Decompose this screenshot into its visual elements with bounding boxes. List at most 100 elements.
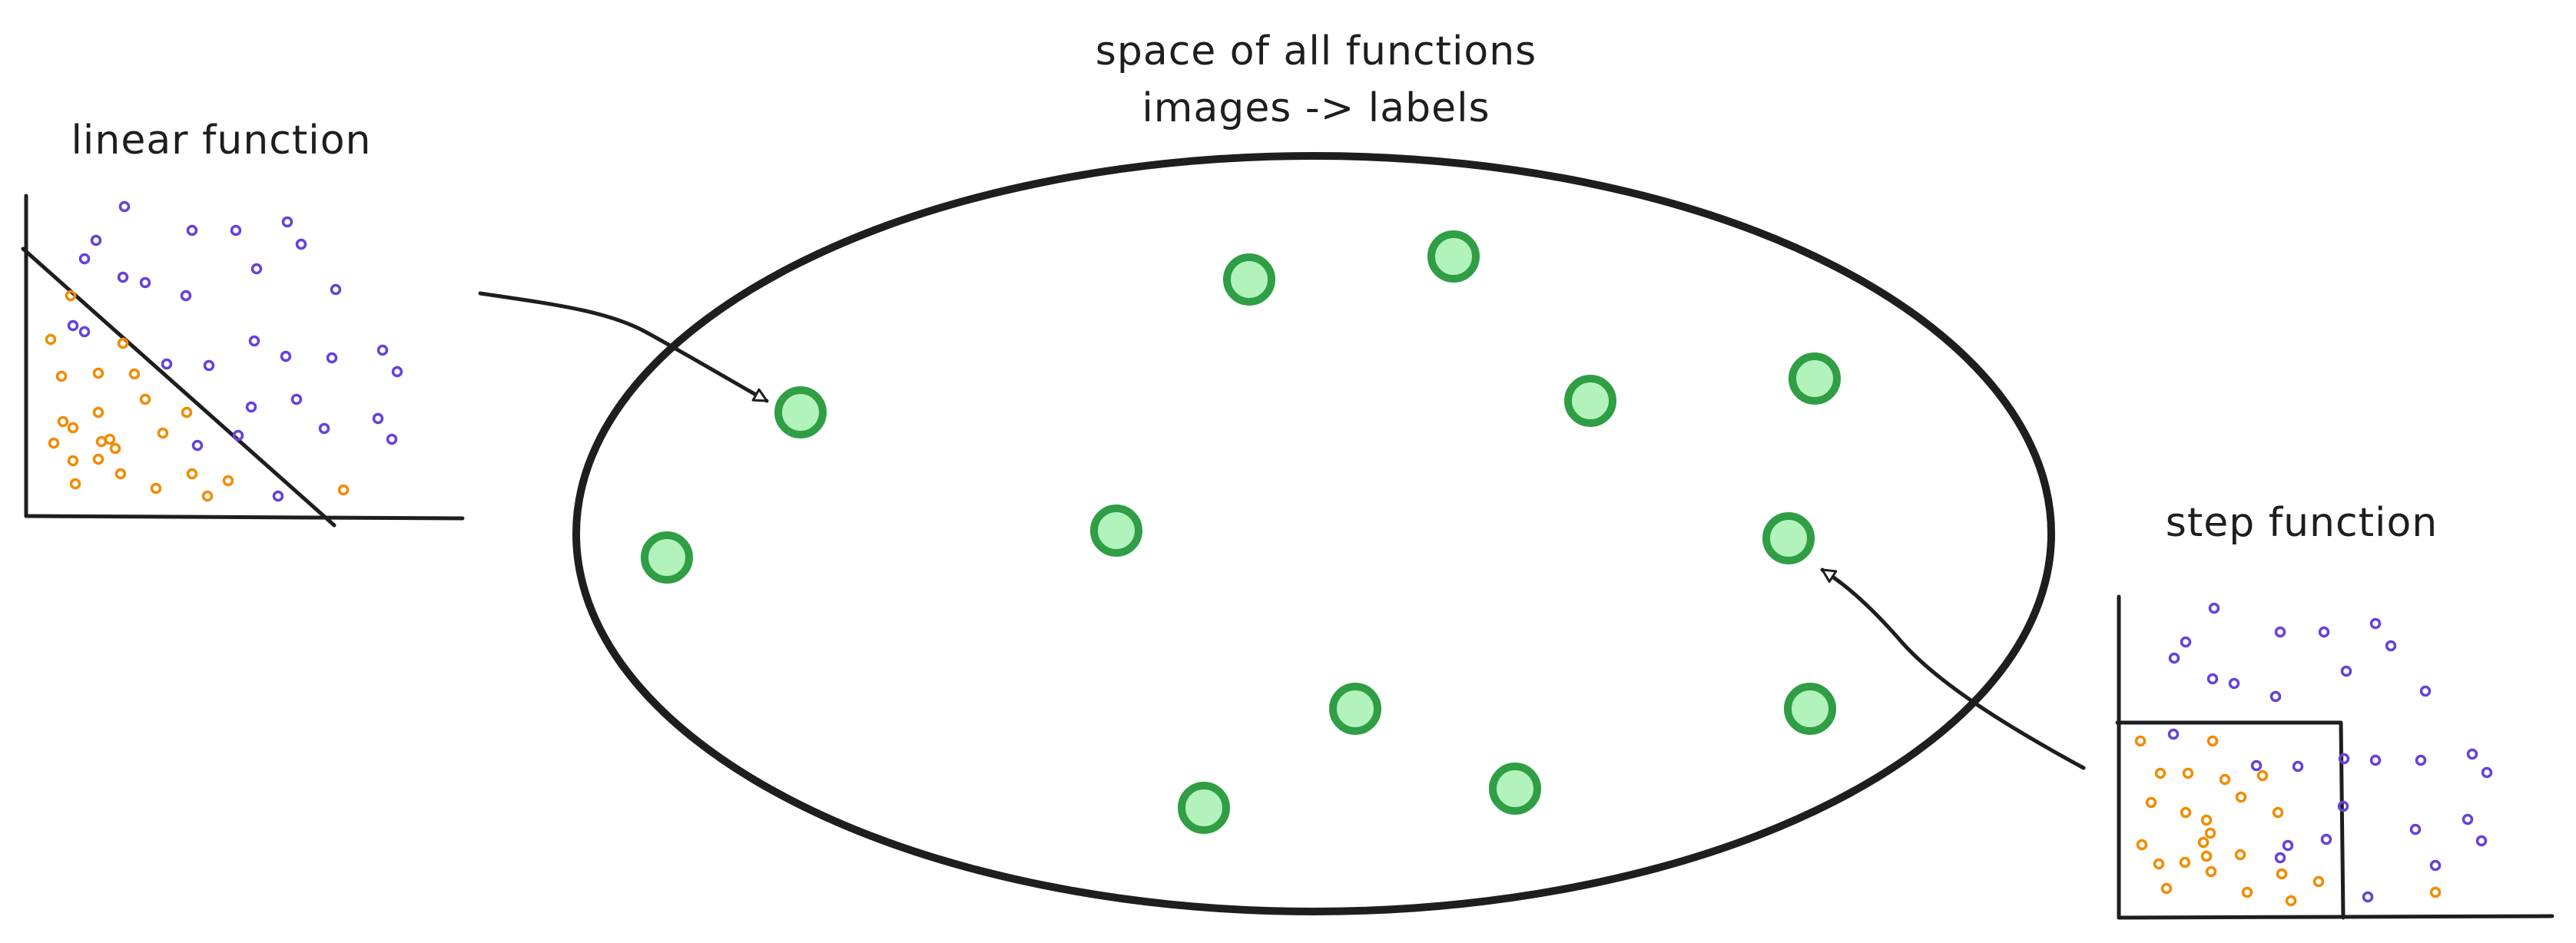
step-function-plot [2115, 594, 2554, 920]
point [2337, 800, 2349, 812]
point [2369, 754, 2382, 766]
point [330, 283, 342, 296]
function-space-ellipse [572, 152, 2055, 915]
point [186, 468, 198, 480]
function-node [1427, 230, 1480, 283]
point [2200, 850, 2213, 862]
point [180, 290, 192, 302]
point [201, 490, 214, 502]
linear-function-plot [21, 194, 465, 528]
function-node [1762, 512, 1815, 564]
point [2182, 767, 2194, 779]
point [2205, 865, 2217, 878]
point [2419, 685, 2432, 697]
point [55, 370, 68, 382]
point [114, 468, 127, 480]
point [2369, 617, 2382, 630]
purple-points [2167, 602, 2493, 903]
point [290, 393, 303, 405]
function-node [1178, 782, 1230, 834]
point [248, 335, 260, 347]
point [128, 368, 141, 380]
point [245, 401, 257, 413]
linear-function-label: linear function [71, 117, 371, 164]
step-function-label: step function [2166, 500, 2438, 546]
function-node [1789, 352, 1841, 405]
point [2429, 886, 2442, 898]
x-axis [24, 514, 465, 521]
point [157, 427, 169, 439]
point [92, 406, 104, 419]
function-node [1489, 763, 1541, 815]
point [92, 453, 104, 465]
point [2415, 754, 2427, 766]
point [2462, 813, 2474, 826]
point [2340, 665, 2352, 677]
point [2312, 875, 2325, 888]
function-node [641, 531, 693, 584]
point [48, 437, 60, 449]
point [67, 319, 79, 332]
point [67, 422, 79, 434]
function-node [1090, 505, 1142, 557]
point [2168, 652, 2180, 664]
point [386, 433, 398, 445]
point [2167, 728, 2180, 740]
point [57, 415, 69, 428]
point [337, 484, 350, 496]
point [376, 344, 389, 356]
point [2235, 791, 2247, 803]
diagram-title-line2: images -> labels [1142, 85, 1490, 131]
point [2154, 767, 2167, 779]
point [2429, 859, 2442, 872]
point [232, 429, 244, 442]
point [2481, 766, 2493, 779]
point [161, 358, 173, 370]
point [2276, 868, 2288, 880]
x-axis [2117, 914, 2554, 920]
function-node [1223, 253, 1275, 306]
point [45, 333, 57, 346]
point [139, 276, 151, 289]
point [2272, 806, 2284, 819]
point [2204, 827, 2216, 839]
point [2179, 856, 2191, 869]
point [2228, 677, 2240, 690]
step-decision-boundary [2115, 720, 2346, 920]
point [2234, 849, 2246, 861]
point [104, 433, 116, 445]
point [2134, 735, 2147, 747]
point [281, 216, 293, 228]
point [222, 475, 234, 487]
point [69, 478, 81, 490]
point [139, 393, 151, 405]
point [181, 406, 193, 419]
function-node [1784, 683, 1836, 735]
step-function-arrow [1820, 567, 2086, 770]
point [2153, 858, 2165, 870]
point [2208, 602, 2220, 614]
point [280, 350, 292, 362]
purple-points [67, 200, 403, 502]
point [2180, 806, 2192, 819]
point [2292, 760, 2304, 773]
point [191, 439, 204, 452]
point [117, 271, 129, 283]
point [2338, 753, 2350, 765]
point [326, 352, 338, 364]
point [90, 234, 102, 247]
function-nodes [641, 230, 1841, 834]
point [318, 422, 330, 435]
point [78, 253, 91, 265]
point [2136, 839, 2148, 851]
point [2385, 640, 2397, 652]
point [92, 367, 104, 379]
point [2200, 814, 2213, 826]
point [2219, 773, 2231, 786]
point [230, 224, 242, 237]
point [2274, 852, 2286, 864]
function-node [774, 386, 827, 438]
point [272, 490, 284, 502]
point [150, 482, 162, 495]
